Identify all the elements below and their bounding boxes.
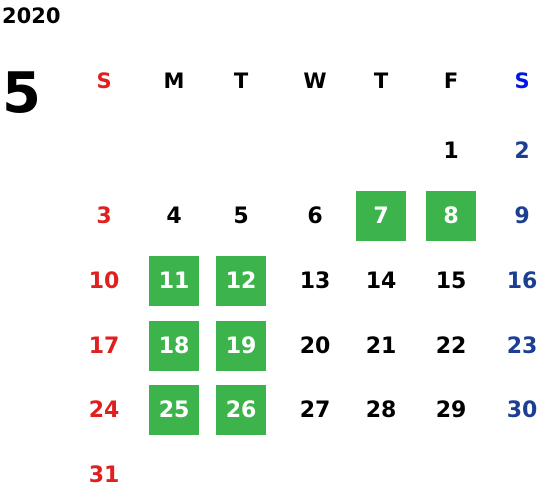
day-cell: 15 [435, 268, 467, 294]
day-cell: 13 [299, 268, 331, 294]
day-cell: 30 [506, 397, 538, 423]
day-cell: 5 [233, 203, 249, 229]
weekday-header: T [373, 69, 389, 93]
highlighted-day-cell: 19 [216, 321, 266, 371]
day-cell: 14 [365, 268, 397, 294]
highlighted-day-cell: 25 [149, 385, 199, 435]
day-cell: 21 [365, 333, 397, 359]
year-label: 2020 [2, 4, 61, 28]
highlighted-day-cell: 8 [426, 191, 476, 241]
day-cell: 20 [299, 333, 331, 359]
weekday-header: M [163, 69, 185, 93]
highlighted-day-cell: 7 [356, 191, 406, 241]
day-cell: 6 [307, 203, 323, 229]
day-cell: 17 [88, 333, 120, 359]
day-cell: 28 [365, 397, 397, 423]
day-cell: 29 [435, 397, 467, 423]
day-cell: 22 [435, 333, 467, 359]
day-cell: 31 [88, 462, 120, 488]
day-cell: 3 [96, 203, 112, 229]
day-cell: 9 [514, 203, 530, 229]
weekday-header: W [303, 69, 327, 93]
month-number: 5 [2, 61, 41, 126]
day-cell: 4 [166, 203, 182, 229]
day-cell: 16 [506, 268, 538, 294]
day-cell: 2 [514, 138, 530, 164]
weekday-header: S [96, 69, 112, 93]
highlighted-day-cell: 12 [216, 256, 266, 306]
day-cell: 1 [443, 138, 459, 164]
day-cell: 24 [88, 397, 120, 423]
weekday-header: T [233, 69, 249, 93]
highlighted-day-cell: 18 [149, 321, 199, 371]
highlighted-day-cell: 11 [149, 256, 199, 306]
day-cell: 27 [299, 397, 331, 423]
day-cell: 23 [506, 333, 538, 359]
highlighted-day-cell: 26 [216, 385, 266, 435]
day-cell: 10 [88, 268, 120, 294]
weekday-header: F [443, 69, 459, 93]
weekday-header: S [514, 69, 530, 93]
